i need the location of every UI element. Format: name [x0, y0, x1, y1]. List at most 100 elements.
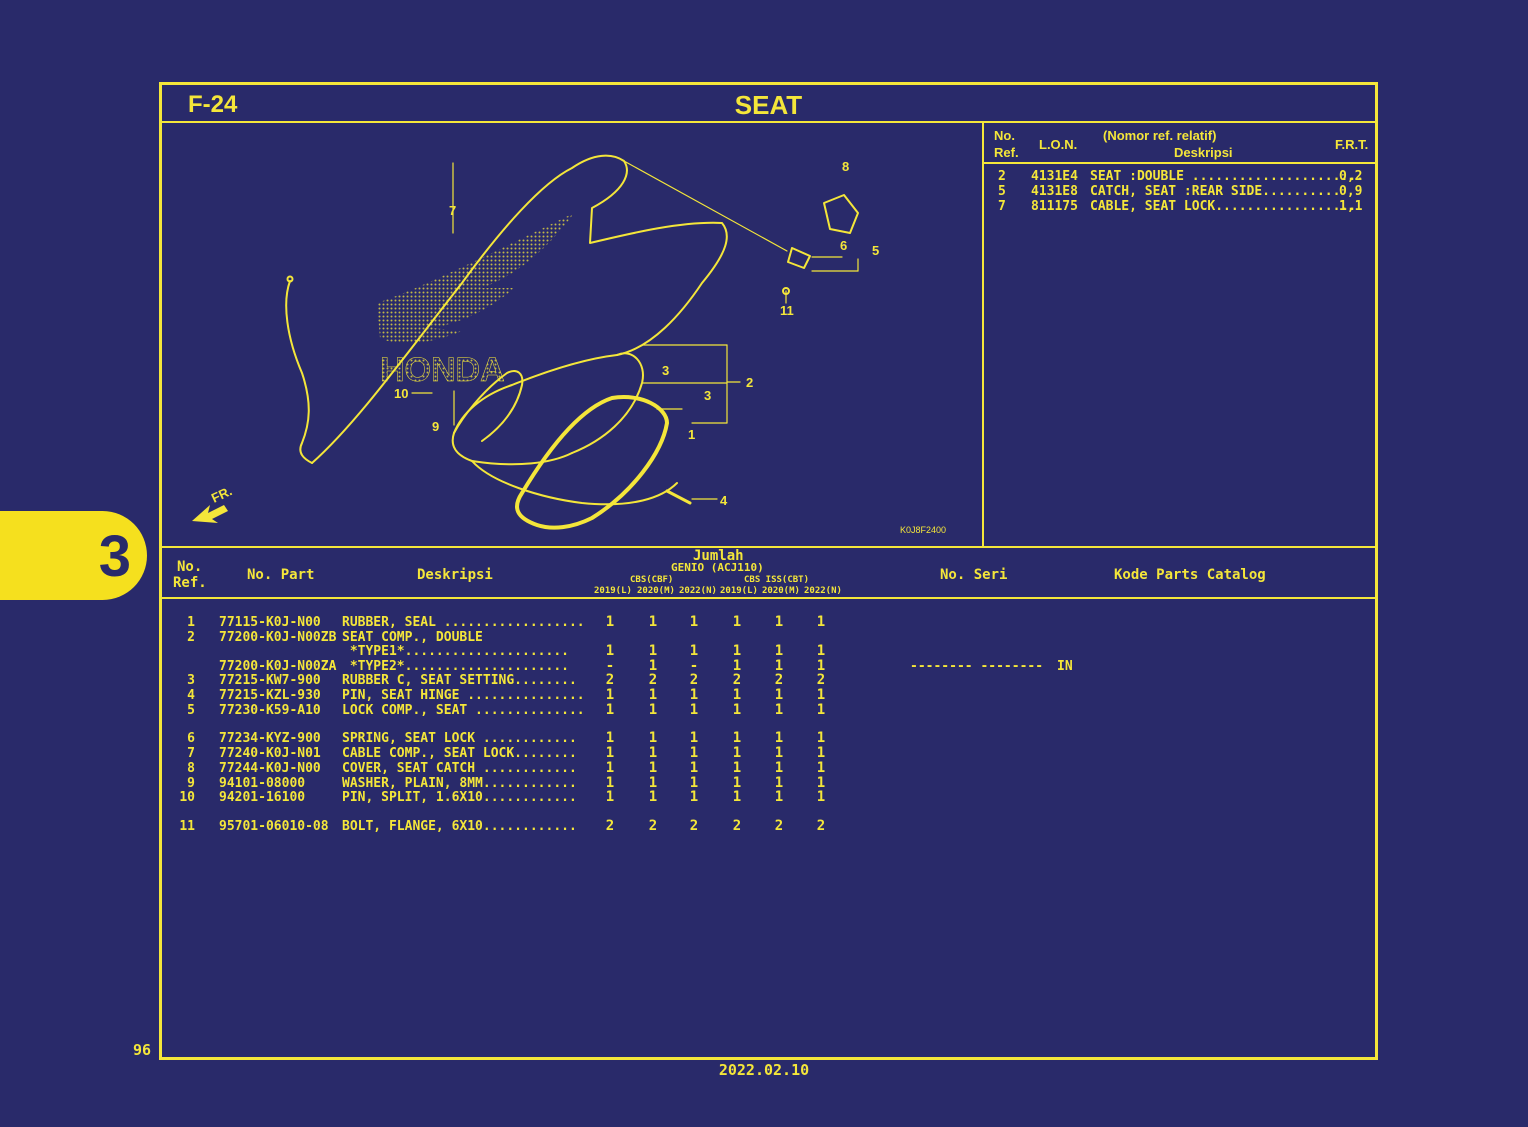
part-quantity: 1: [648, 730, 658, 746]
year-col: 2020(M): [637, 586, 675, 596]
part-quantity: 2: [816, 672, 826, 688]
callout-6: 6: [840, 238, 847, 253]
part-quantity: 1: [689, 745, 699, 761]
callout-7: 7: [449, 203, 456, 218]
frt-value: 1,1: [1339, 199, 1363, 214]
callout-5: 5: [872, 243, 879, 258]
cover-catch-part-8: [823, 194, 859, 234]
frt-head-ref: Ref.: [994, 145, 1019, 160]
seat-bottom-line: [471, 460, 678, 506]
frt-value: 0,2: [1339, 169, 1363, 184]
frt-lon: 4131E4: [1031, 169, 1078, 184]
year-col: 2019(L): [720, 586, 758, 596]
part-ref: 2: [187, 630, 195, 645]
frt-ref: 2: [998, 169, 1006, 184]
part-quantity: 1: [732, 643, 742, 659]
lock-comp-part-5: [787, 247, 811, 269]
part-quantity: 1: [605, 745, 615, 761]
part-quantity: 1: [732, 760, 742, 776]
section-tab: 3: [0, 511, 147, 600]
part-quantity: 1: [605, 687, 615, 703]
frt-head-frt: F.R.T.: [1335, 137, 1369, 152]
header-divider: [162, 121, 1375, 123]
part-quantity: 2: [816, 818, 826, 834]
section-tab-number: 3: [98, 524, 131, 589]
part-quantity: 1: [774, 730, 784, 746]
part-description: COVER, SEAT CATCH ............: [342, 761, 577, 776]
pin-part-4: [665, 489, 692, 505]
part-description: *TYPE1*.....................: [342, 644, 569, 659]
honda-wing-logo: [377, 213, 574, 344]
frt-desc: CATCH, SEAT :REAR SIDE..........: [1090, 184, 1341, 199]
part-quantity: 1: [648, 614, 658, 630]
callout-2: 2: [746, 375, 753, 390]
part-quantity: 1: [605, 730, 615, 746]
part-ref: 5: [187, 703, 195, 718]
part-number: 77234-KYZ-900: [219, 731, 321, 746]
part-quantity: 1: [689, 643, 699, 659]
part-quantity: 1: [689, 614, 699, 630]
callout-3a: 3: [662, 363, 669, 378]
part-quantity: 1: [648, 760, 658, 776]
part-description: CABLE COMP., SEAT LOCK........: [342, 746, 577, 761]
part-quantity: 2: [732, 818, 742, 834]
part-ref: 1: [187, 615, 195, 630]
frt-value: 0,9: [1339, 184, 1363, 199]
part-quantity: -: [689, 658, 699, 674]
part-quantity: 1: [689, 687, 699, 703]
footer-date: 2022.02.10: [718, 1061, 810, 1079]
part-number: 95701-06010-08: [219, 819, 329, 834]
part-quantity: 1: [816, 775, 826, 791]
section-code: F-24: [188, 91, 238, 118]
part-quantity: 1: [732, 745, 742, 761]
frt-lon: 811175: [1031, 199, 1078, 214]
part-quantity: 1: [605, 614, 615, 630]
parts-head-no-part: No. Part: [247, 567, 315, 583]
parts-head-no: No.: [177, 559, 203, 575]
frt-desc: SEAT :DOUBLE ......................: [1090, 169, 1364, 184]
part-description: BOLT, FLANGE, 6X10............: [342, 819, 577, 834]
frt-head-lon: L.O.N.: [1039, 137, 1078, 152]
part-quantity: 1: [774, 614, 784, 630]
part-quantity: 1: [605, 643, 615, 659]
part-ref: 11: [179, 819, 195, 834]
part-quantity: 1: [732, 658, 742, 674]
part-ref: 10: [179, 790, 195, 805]
part-quantity: 1: [774, 702, 784, 718]
front-arrow: [192, 505, 228, 523]
part-number: 77215-KZL-930: [219, 688, 321, 703]
parts-header-divider: [162, 597, 1375, 599]
part-quantity: 1: [605, 702, 615, 718]
part-quantity: 1: [774, 760, 784, 776]
part-description: PIN, SEAT HINGE ...............: [342, 688, 585, 703]
part-quantity: 1: [732, 702, 742, 718]
year-col: 2022(N): [679, 586, 717, 596]
part-number: 77240-K0J-N01: [219, 746, 321, 761]
part-quantity: 1: [816, 687, 826, 703]
frt-header-divider: [983, 162, 1375, 164]
part-ref: 6: [187, 731, 195, 746]
callout-8: 8: [842, 159, 849, 174]
part-quantity: 1: [816, 702, 826, 718]
part-quantity: 1: [648, 745, 658, 761]
year-col: 2022(N): [804, 586, 842, 596]
parts-head-kode-catalog: Kode Parts Catalog: [1114, 567, 1266, 583]
part-quantity: 1: [732, 789, 742, 805]
part-description: RUBBER, SEAL ..................: [342, 615, 585, 630]
parts-head-deskripsi: Deskripsi: [417, 567, 493, 583]
part-ref: 3: [187, 673, 195, 688]
part-quantity: 1: [648, 702, 658, 718]
year-col: 2019(L): [594, 586, 632, 596]
part-quantity: 1: [689, 775, 699, 791]
frt-lon: 4131E8: [1031, 184, 1078, 199]
part-quantity: 1: [648, 789, 658, 805]
callout-4: 4: [720, 493, 728, 508]
page-title: SEAT: [734, 90, 803, 120]
part-quantity: 1: [605, 760, 615, 776]
frt-ref: 7: [998, 199, 1006, 214]
part-ref: 8: [187, 761, 195, 776]
parts-head-ref: Ref.: [173, 575, 207, 591]
part-number: 77115-K0J-N00: [219, 615, 321, 630]
part-quantity: 1: [732, 775, 742, 791]
parts-head-jumlah: Jumlah: [693, 548, 744, 564]
